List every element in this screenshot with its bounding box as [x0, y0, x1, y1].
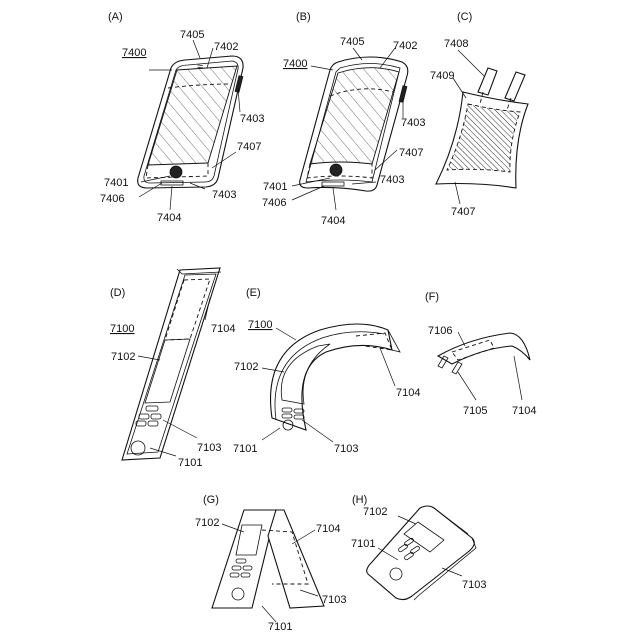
ref-f-7105: 7105 — [463, 405, 487, 417]
ref-b-7403-side: 7403 — [401, 117, 425, 129]
ref-e-7101: 7101 — [233, 443, 257, 455]
panel-b-label: (B) — [296, 11, 311, 23]
ref-d-7104: 7104 — [211, 323, 235, 335]
ref-a-7400: 7400 — [122, 47, 146, 59]
ref-h-7101: 7101 — [351, 538, 375, 550]
ref-c-7409: 7409 — [430, 70, 454, 82]
ref-d-7102: 7102 — [111, 351, 135, 363]
panel-f: (F) 7106 7105 7104 — [425, 291, 536, 417]
panel-h-label: (H) — [352, 494, 367, 506]
panel-e-label: (E) — [246, 287, 261, 299]
ref-c-7407: 7407 — [451, 206, 475, 218]
panel-c: (C) 7408 7409 7407 — [430, 11, 528, 218]
phone-a-home-button — [170, 166, 182, 178]
panel-d-label: (D) — [110, 287, 125, 299]
ref-a-7407: 7407 — [237, 141, 261, 153]
panel-f-label: (F) — [425, 291, 439, 303]
band-h-body — [367, 506, 475, 600]
ref-a-7404: 7404 — [157, 212, 181, 224]
ref-b-7407: 7407 — [399, 147, 423, 159]
ref-b-7402: 7402 — [393, 40, 417, 52]
ref-g-7103: 7103 — [322, 594, 346, 606]
panel-h: (H) 7102 7101 7103 — [351, 494, 486, 600]
panel-a-label: (A) — [108, 11, 123, 23]
ref-b-7405: 7405 — [340, 36, 364, 48]
ref-c-7408: 7408 — [444, 38, 468, 50]
panel-b: (B) 7405 7402 7400 7403 7407 7401 7406 7… — [262, 11, 425, 227]
ref-b-7406: 7406 — [262, 197, 286, 209]
ref-e-7104: 7104 — [396, 387, 420, 399]
panel-e: (E) 7100 7102 7104 7101 7103 — [233, 287, 420, 455]
ref-h-7103: 7103 — [462, 579, 486, 591]
ref-g-7101: 7101 — [268, 621, 292, 633]
ref-h-7102: 7102 — [363, 506, 387, 518]
ref-e-7102: 7102 — [234, 361, 258, 373]
ref-b-7401: 7401 — [263, 181, 287, 193]
ref-a-7403-bottom: 7403 — [212, 189, 236, 201]
panel-d: (D) 7100 7104 7102 7103 7101 — [110, 268, 235, 469]
ref-b-7404: 7404 — [321, 215, 345, 227]
ref-e-7103: 7103 — [334, 443, 358, 455]
battery-c-lead-left — [478, 68, 497, 95]
ref-g-7102: 7102 — [195, 517, 219, 529]
phone-b-home-button — [330, 164, 342, 176]
ref-a-7403-side: 7403 — [240, 113, 264, 125]
svg-text:≈: ≈ — [197, 61, 203, 73]
ref-a-7401: 7401 — [104, 177, 128, 189]
ref-f-7104: 7104 — [512, 405, 536, 417]
ref-a-7402: 7402 — [214, 41, 238, 53]
ref-b-7400: 7400 — [283, 58, 307, 70]
ref-a-7405: 7405 — [180, 29, 204, 41]
ref-b-7403-bottom: 7403 — [380, 174, 404, 186]
ref-d-7103: 7103 — [197, 442, 221, 454]
ref-g-7104: 7104 — [316, 523, 340, 535]
ref-d-7101: 7101 — [178, 457, 202, 469]
battery-f-film — [438, 333, 530, 364]
panel-g: (G) 7102 7104 7103 7101 — [195, 494, 346, 633]
ref-d-7100: 7100 — [110, 323, 134, 335]
ref-e-7100: 7100 — [248, 319, 272, 331]
panel-g-label: (G) — [203, 494, 219, 506]
panel-a: (A) ≈ 7405 7402 7400 7403 7407 7401 7406… — [100, 11, 264, 224]
ref-a-7406: 7406 — [100, 193, 124, 205]
band-d-body — [122, 268, 220, 460]
battery-c-lead-right — [505, 72, 525, 101]
ref-f-7106: 7106 — [428, 325, 452, 337]
panel-c-label: (C) — [457, 11, 472, 23]
